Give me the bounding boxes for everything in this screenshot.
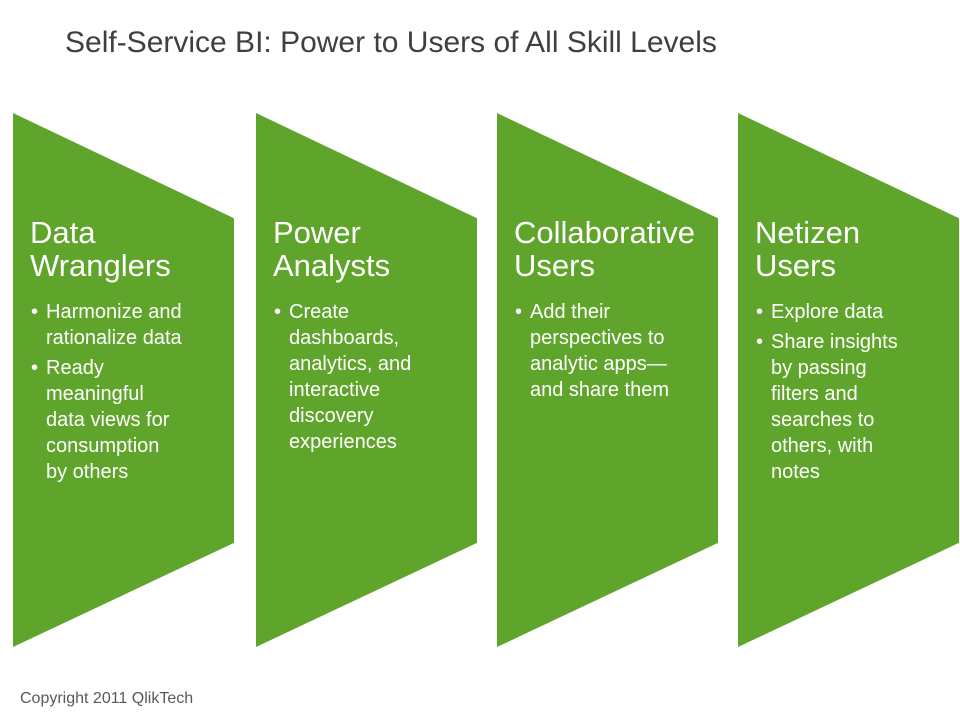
stage-bullet-list: Harmonize and rationalize data Ready mea… [31,299,185,485]
stage-content: Data Wranglers Harmonize and rationalize… [13,113,234,647]
stage-heading-netizen-users: Netizen Users [755,215,861,283]
stage-heading-data-wranglers: Data Wranglers [30,215,171,283]
stage-heading-collaborative-users: Collaborative Users [514,215,695,283]
stage-heading-power-analysts: Power Analysts [273,215,391,283]
stage-data-wranglers: Data Wranglers Harmonize and rationalize… [13,113,234,647]
stage-bullet-list: Explore data Share insights by passing f… [756,299,910,485]
stage-bullet-list: Create dashboards, analytics, and intera… [274,299,428,455]
stage-content: Collaborative Users Add their perspectiv… [497,113,718,647]
bullet-item: Harmonize and rationalize data [31,299,185,351]
bullet-item: Share insights by passing filters and se… [756,329,910,485]
bullet-item: Explore data [756,299,910,325]
stage-bullet-list: Add their perspectives to analytic apps—… [515,299,669,403]
stage-collaborative-users: Collaborative Users Add their perspectiv… [497,113,718,647]
stage-netizen-users: Netizen Users Explore data Share insight… [738,113,959,647]
stage-content: Netizen Users Explore data Share insight… [738,113,959,647]
bullet-item: Create dashboards, analytics, and intera… [274,299,428,455]
stage-power-analysts: Power Analysts Create dashboards, analyt… [256,113,477,647]
bullet-item: Ready meaningful data views for consumpt… [31,355,185,485]
bullet-item: Add their perspectives to analytic apps—… [515,299,669,403]
slide-title: Self-Service BI: Power to Users of All S… [65,26,717,59]
copyright-text: Copyright 2011 QlikTech [20,690,194,707]
stage-content: Power Analysts Create dashboards, analyt… [256,113,477,647]
